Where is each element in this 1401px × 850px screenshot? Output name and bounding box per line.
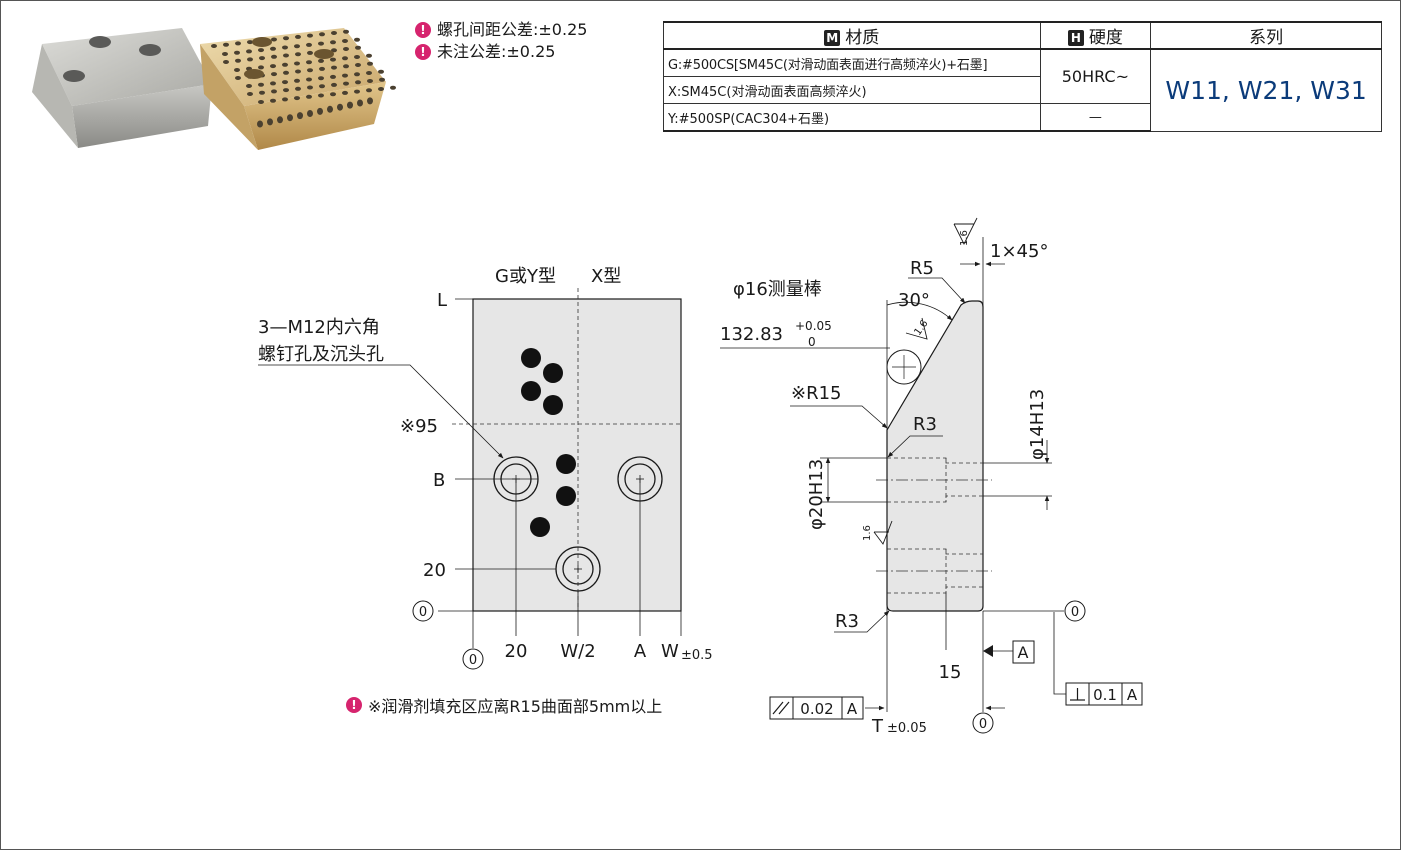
dim-15: 15 <box>939 662 962 683</box>
table-row: Y:#500SP(CAC304+石墨) — <box>663 103 1382 132</box>
series-header: 系列 <box>1150 21 1382 50</box>
dim-gauge: 132.83 <box>720 324 783 345</box>
roughness-value-side: 1.6 <box>862 525 873 541</box>
datum-bottom-label: 0 <box>469 653 477 668</box>
dim-20-bottom: 20 <box>505 641 528 662</box>
hole-callout-line2: 螺钉孔及沉头孔 <box>258 344 384 365</box>
table-row: G:#500CS[SM45C(对滑动面表面进行高频淬火)+石墨] 50HRC~ … <box>663 48 1382 132</box>
lubricant-note: ! ※润滑剂填充区应离R15曲面部5mm以上 <box>346 693 662 717</box>
dim-gauge-tol-lower: 0 <box>808 335 816 349</box>
dim-bore-phi14: φ14H13 <box>1027 389 1048 460</box>
datum-A-box <box>1012 640 1035 664</box>
gauge-rod-label: φ16测量棒 <box>733 279 822 300</box>
warning-icon: ! <box>415 22 431 38</box>
dim-R5: R5 <box>910 258 934 279</box>
dim-chamfer: 1×45° <box>990 241 1048 262</box>
perpendicularity-value: 0.1 <box>1093 686 1117 704</box>
dim-R3-bottom: R3 <box>835 611 859 632</box>
table-row: X:SM45C(对滑动面表面高频淬火) <box>663 76 1382 104</box>
side-view: 1.6 1.6 1.6 1×45° R5 φ16测量棒 30° 132.83 +… <box>720 217 1143 737</box>
datum-side-bottom-label: 0 <box>979 717 987 732</box>
hardness-header-label: 硬度 <box>1088 28 1123 48</box>
hardness-cell: — <box>1039 103 1152 132</box>
dim-W-tolerance: ±0.5 <box>681 648 713 663</box>
material-cell: Y:#500SP(CAC304+石墨) <box>663 103 1041 132</box>
series-cell: W11, W21, W31 <box>1150 48 1382 132</box>
product-photo <box>32 28 396 150</box>
dim-gauge-tol-upper: +0.05 <box>795 319 832 333</box>
dim-T: T <box>871 716 884 737</box>
datum-circle-side-bottom <box>972 712 994 734</box>
tolerance-notes: ! 螺孔间距公差:±0.25 ! 未注公差:±0.25 <box>415 19 587 63</box>
material-cell: G:#500CS[SM45C(对滑动面表面进行高频淬火)+石墨] <box>663 48 1041 77</box>
note-general-tolerance-text: 未注公差:±0.25 <box>437 42 556 61</box>
perpendicularity-datum: A <box>1127 686 1138 704</box>
front-view: G或Y型 X型 L 3—M12内六角 螺钉孔及沉头孔 ※95 B 20 0 0 … <box>258 266 713 670</box>
material-header-label: 材质 <box>845 28 880 48</box>
dim-angle-30: 30° <box>898 290 930 311</box>
graphite-plugs <box>211 29 396 128</box>
side-view-body <box>886 300 984 612</box>
note-general-tolerance: ! 未注公差:±0.25 <box>415 41 587 63</box>
parallelism-value: 0.02 <box>800 700 833 718</box>
datum-circle-right <box>1064 600 1086 622</box>
parallelism-icon <box>772 701 790 715</box>
steel-block-top <box>42 28 212 106</box>
roughness-value-top: 1.6 <box>959 230 970 246</box>
lubricant-note-text: ※润滑剂填充区应离R15曲面部5mm以上 <box>368 697 663 716</box>
front-view-body <box>472 298 682 612</box>
material-cell: X:SM45C(对滑动面表面高频淬火) <box>663 76 1041 104</box>
hole-callout-line1: 3—M12内六角 <box>258 317 380 338</box>
dim-W: W <box>661 641 679 662</box>
brass-block-front <box>244 82 386 150</box>
dim-L: L <box>437 290 447 311</box>
steel-block-side <box>32 44 78 148</box>
parallelism-datum: A <box>847 700 858 718</box>
steel-block-front <box>72 84 212 148</box>
dim-R15: ※R15 <box>791 383 842 404</box>
dim-T-tolerance: ±0.05 <box>887 721 927 736</box>
datum-circle-bottom <box>462 648 484 670</box>
roughness-value-slope: 1.6 <box>912 318 930 337</box>
dim-B: B <box>433 470 445 491</box>
hardness-badge-icon: H <box>1067 30 1084 46</box>
label-x-type: X型 <box>591 266 621 287</box>
graphite-dots <box>521 348 576 537</box>
label-gy-type: G或Y型 <box>495 266 556 287</box>
note-hole-pitch: ! 螺孔间距公差:±0.25 <box>415 19 587 41</box>
parallelism-frame: 0.02 A <box>769 696 864 720</box>
material-badge-icon: M <box>824 30 841 46</box>
datum-A-label: A <box>1018 643 1029 662</box>
dim-20-left: 20 <box>423 560 446 581</box>
dim-R3-top: R3 <box>913 414 937 435</box>
dim-bore-phi20: φ20H13 <box>806 459 827 530</box>
datum-circle-left <box>412 600 434 622</box>
dim-A: A <box>634 641 647 662</box>
hardness-cell: 50HRC~ <box>1039 48 1152 104</box>
perpendicularity-icon <box>1070 688 1085 701</box>
datum-left-label: 0 <box>419 605 427 620</box>
warning-icon: ! <box>415 44 431 60</box>
dim-W2: W/2 <box>560 641 595 662</box>
datum-right-label: 0 <box>1071 605 1079 620</box>
dim-95: ※95 <box>400 416 438 437</box>
perpendicularity-frame: 0.1 A <box>1065 682 1143 706</box>
brass-block-side <box>200 44 258 150</box>
note-hole-pitch-text: 螺孔间距公差:±0.25 <box>437 20 588 39</box>
warning-icon: ! <box>346 697 362 713</box>
